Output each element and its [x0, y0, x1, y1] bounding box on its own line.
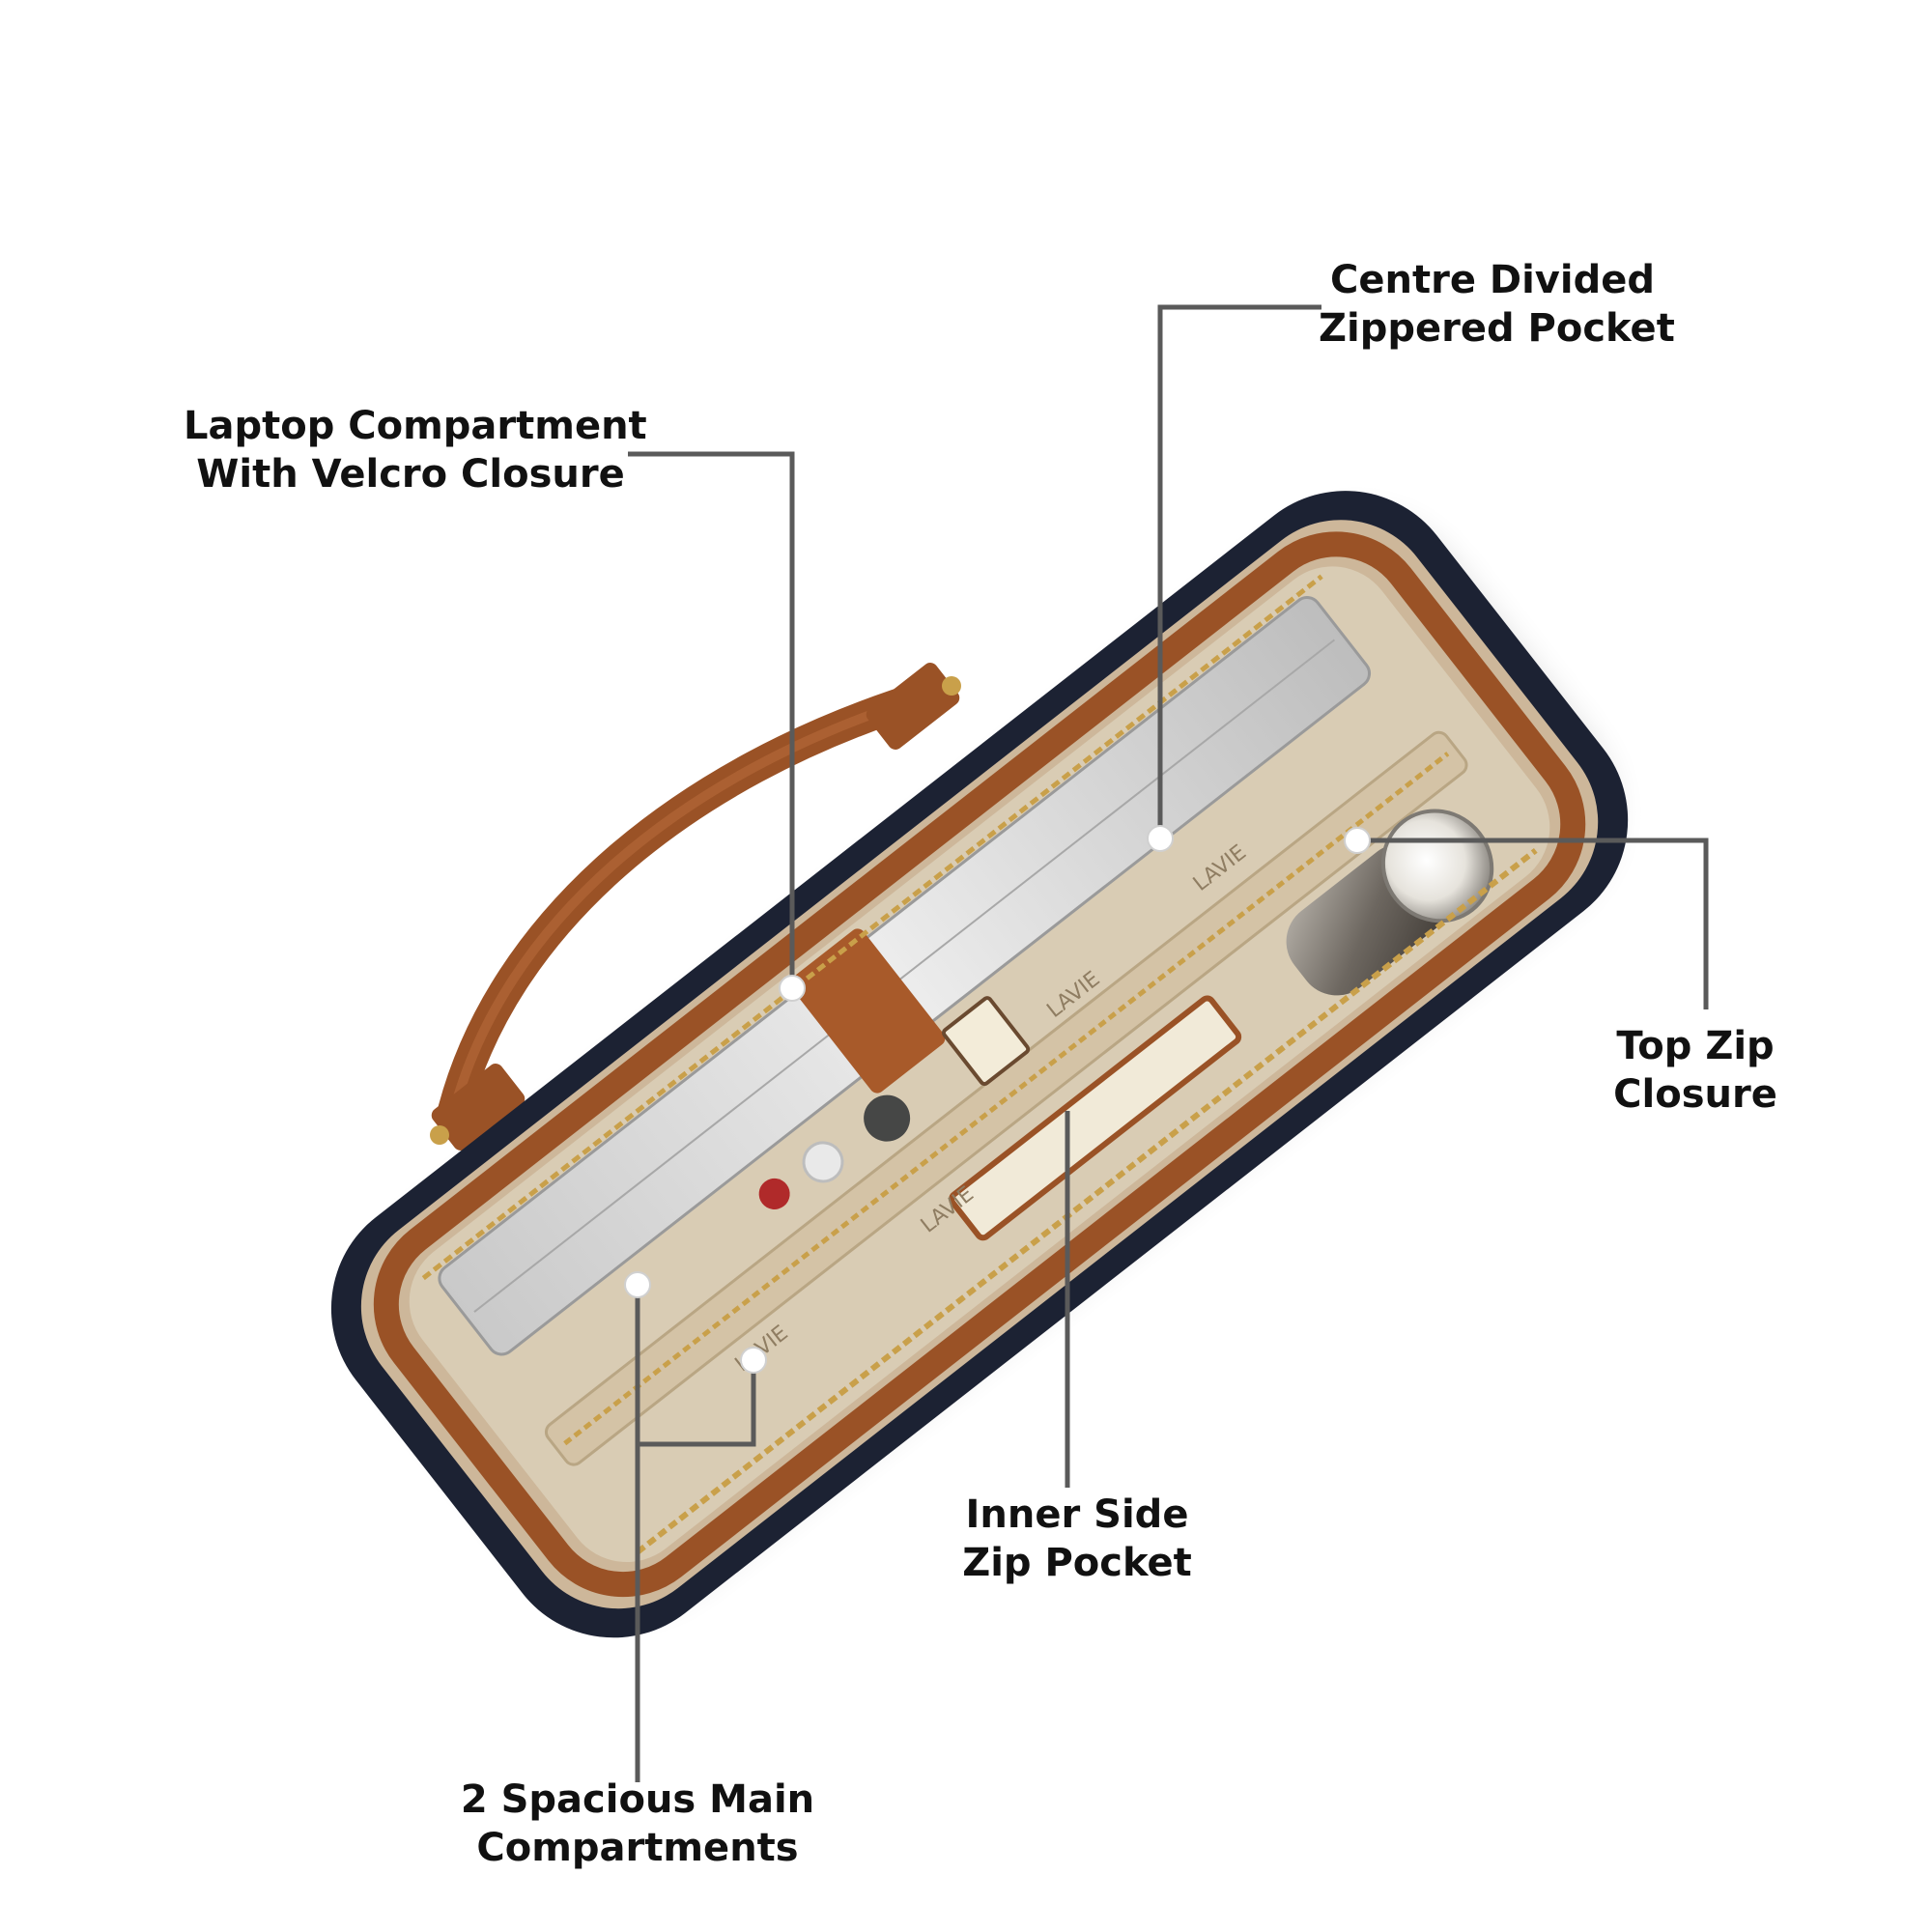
dot-main: [624, 1271, 651, 1298]
bottle-cap: [802, 1141, 844, 1183]
leader-laptop: [628, 451, 795, 988]
leader-main-branch: [638, 1360, 756, 1447]
top-zipper-far: [421, 574, 1323, 1281]
leader-centre: [1157, 304, 1321, 838]
callout-main-compartments: 2 Spacious Main Compartments: [460, 1777, 815, 1870]
leader-lines: [628, 304, 1709, 1782]
notebook: [941, 996, 1031, 1087]
handle-tab-upper: [866, 663, 961, 750]
handle-highlight: [449, 691, 932, 1116]
callout-laptop-compartment: Laptop Compartment With Velcro Closure: [184, 404, 647, 497]
handle-tab-lower: [430, 1064, 526, 1151]
dot-centre: [1147, 825, 1174, 852]
lipstick-red: [758, 1178, 790, 1209]
callout-top-zip-closure: Top Zip Closure: [1613, 1024, 1777, 1117]
dot-topzip: [1344, 827, 1371, 854]
dot-main-2: [740, 1347, 767, 1374]
glass-bottle: [864, 1094, 911, 1142]
callout-centre-divided-pocket: Centre Divided Zippered Pocket: [1319, 258, 1675, 351]
top-zipper: [636, 847, 1538, 1555]
laptop: [438, 596, 1372, 1356]
leader-topzip: [1357, 838, 1709, 1009]
leather-trim: [373, 531, 1586, 1598]
callout-dots: [624, 825, 1371, 1374]
book: [949, 995, 1242, 1241]
callout-inner-side-zip-pocket: Inner Side Zip Pocket: [962, 1492, 1192, 1585]
dot-laptop: [779, 975, 806, 1002]
velcro-strap: [789, 928, 946, 1094]
